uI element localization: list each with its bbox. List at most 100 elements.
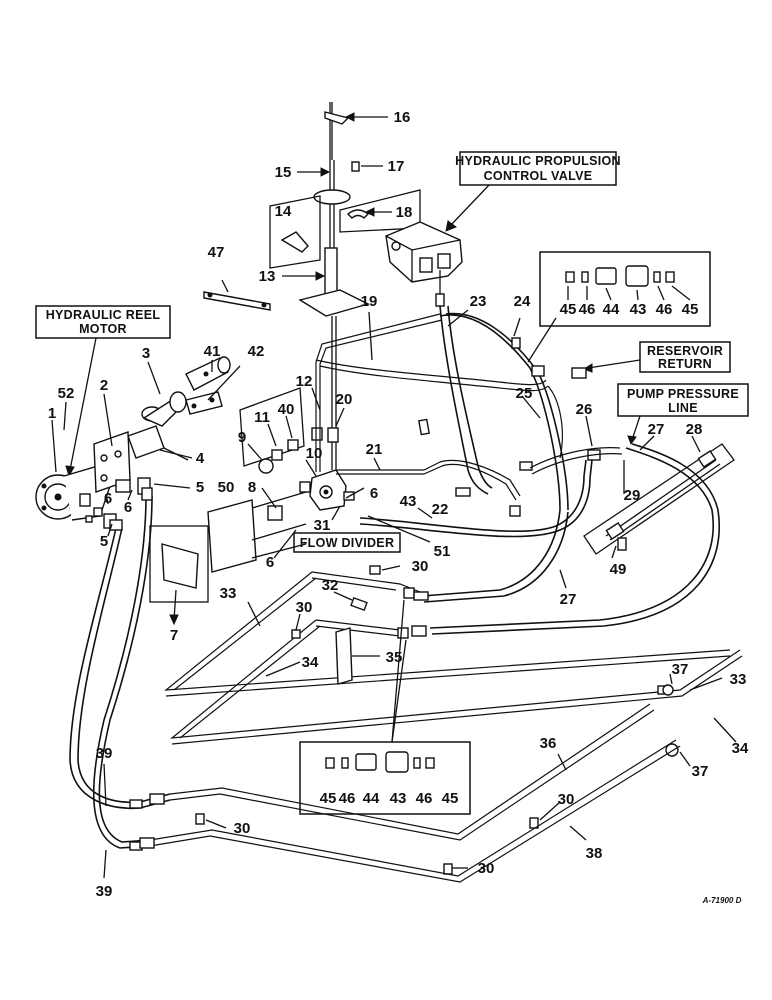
svg-text:43: 43 (630, 301, 647, 318)
callout-29: 29 (624, 487, 641, 504)
fitting-set-lower: 45 46 44 43 46 45 (299, 599, 471, 815)
callout-37a: 37 (672, 661, 689, 678)
callout-33a: 33 (220, 585, 237, 602)
callout-22: 22 (432, 501, 449, 518)
callout-34b: 34 (732, 740, 749, 757)
callout-52: 52 (58, 385, 75, 402)
lower-frame-tubes (164, 565, 743, 875)
pin-17 (351, 161, 360, 172)
callout-33b: 33 (730, 671, 747, 688)
pump-line-tube-28 (583, 443, 735, 555)
svg-text:PUMP PRESSURE: PUMP PRESSURE (627, 387, 739, 401)
svg-text:CONTROL VALVE: CONTROL VALVE (484, 169, 593, 183)
svg-text:44: 44 (603, 301, 620, 318)
callout-18: 18 (396, 204, 413, 221)
pump-pressure-label: PUMP PRESSURE LINE (617, 383, 749, 446)
callout-23: 23 (470, 293, 487, 310)
svg-text:MOTOR: MOTOR (79, 322, 127, 336)
svg-text:43: 43 (390, 790, 407, 807)
bracket-50 (207, 491, 307, 573)
callout-5a: 5 (196, 479, 204, 496)
svg-text:46: 46 (339, 790, 356, 807)
callout-15: 15 (275, 164, 292, 181)
callout-26: 26 (576, 401, 593, 418)
callout-7: 7 (170, 627, 178, 644)
callout-9: 9 (238, 429, 246, 446)
fittings-9-11 (258, 427, 339, 521)
callout-36: 36 (540, 735, 557, 752)
propulsion-control-valve (385, 183, 491, 307)
callout-25: 25 (516, 385, 533, 402)
callout-16: 16 (394, 109, 411, 126)
callout-27a: 27 (648, 421, 665, 438)
hose-network-upper (315, 305, 720, 635)
callout-30c: 30 (234, 820, 251, 837)
base-plate (298, 289, 370, 317)
callout-40: 40 (278, 401, 295, 418)
callout-27b: 27 (560, 591, 577, 608)
inset-11-40 (239, 387, 305, 467)
callout-10: 10 (306, 445, 323, 462)
svg-text:46: 46 (579, 301, 596, 318)
callout-numbers: 16 15 17 18 14 13 47 19 23 24 41 42 3 52… (48, 109, 749, 900)
svg-text:46: 46 (656, 301, 673, 318)
lever-handle (324, 111, 350, 125)
callout-30d: 30 (478, 860, 495, 877)
callout-14: 14 (275, 203, 292, 220)
svg-text:RETURN: RETURN (658, 357, 712, 371)
callout-6c: 6 (370, 485, 378, 502)
callout-1: 1 (48, 405, 56, 422)
svg-text:FLOW DIVIDER: FLOW DIVIDER (300, 536, 395, 550)
callout-6b: 6 (124, 499, 132, 516)
callout-2: 2 (100, 377, 108, 394)
control-lever-assembly (269, 102, 421, 470)
callout-34a: 34 (302, 654, 319, 671)
svg-text:HYDRAULIC PROPULSION: HYDRAULIC PROPULSION (455, 154, 621, 168)
callout-24: 24 (514, 293, 531, 310)
svg-text:HYDRAULIC REEL: HYDRAULIC REEL (46, 308, 161, 322)
reel-motor-label: HYDRAULIC REEL MOTOR (35, 305, 171, 478)
callout-49: 49 (610, 561, 627, 578)
bracket-14 (280, 231, 309, 253)
callout-39b: 39 (96, 883, 113, 900)
callout-30b: 30 (296, 599, 313, 616)
svg-text:44: 44 (363, 790, 380, 807)
callout-35: 35 (386, 649, 403, 666)
callout-4: 4 (196, 450, 205, 467)
callout-41: 41 (204, 343, 221, 360)
callout-17: 17 (388, 158, 405, 175)
cylinder-41 (185, 356, 231, 391)
callout-5b: 5 (100, 533, 108, 550)
callout-leaders (51, 279, 737, 879)
svg-text:45: 45 (682, 301, 699, 318)
svg-text:45: 45 (320, 790, 337, 807)
reservoir-return-label: RESERVOIR RETURN (582, 341, 731, 373)
callout-30e: 30 (558, 791, 575, 808)
callout-21: 21 (366, 441, 383, 458)
flow-divider (299, 469, 355, 511)
callout-30a: 30 (412, 558, 429, 575)
callout-3: 3 (142, 345, 150, 362)
callout-38: 38 (586, 845, 603, 862)
bar-47 (203, 291, 271, 311)
reference-number: A-71900 D (702, 896, 742, 905)
callout-47: 47 (208, 244, 225, 261)
lower-hoses (69, 487, 681, 883)
cylinder-3 (141, 391, 187, 427)
callout-28: 28 (686, 421, 703, 438)
callout-8: 8 (248, 479, 256, 496)
callout-19: 19 (361, 293, 378, 310)
callout-12: 12 (296, 373, 313, 390)
callout-51: 51 (434, 543, 451, 560)
svg-text:45: 45 (442, 790, 459, 807)
svg-text:RESERVOIR: RESERVOIR (647, 344, 723, 358)
flow-divider-label: FLOW DIVIDER (293, 532, 401, 553)
callout-6d: 6 (266, 554, 274, 571)
inset-14 (269, 195, 321, 269)
callout-6a: 6 (104, 490, 112, 507)
valve-label: HYDRAULIC PROPULSION CONTROL VALVE (455, 151, 621, 186)
svg-text:LINE: LINE (668, 401, 698, 415)
callout-37b: 37 (692, 763, 709, 780)
callout-11: 11 (254, 409, 270, 426)
